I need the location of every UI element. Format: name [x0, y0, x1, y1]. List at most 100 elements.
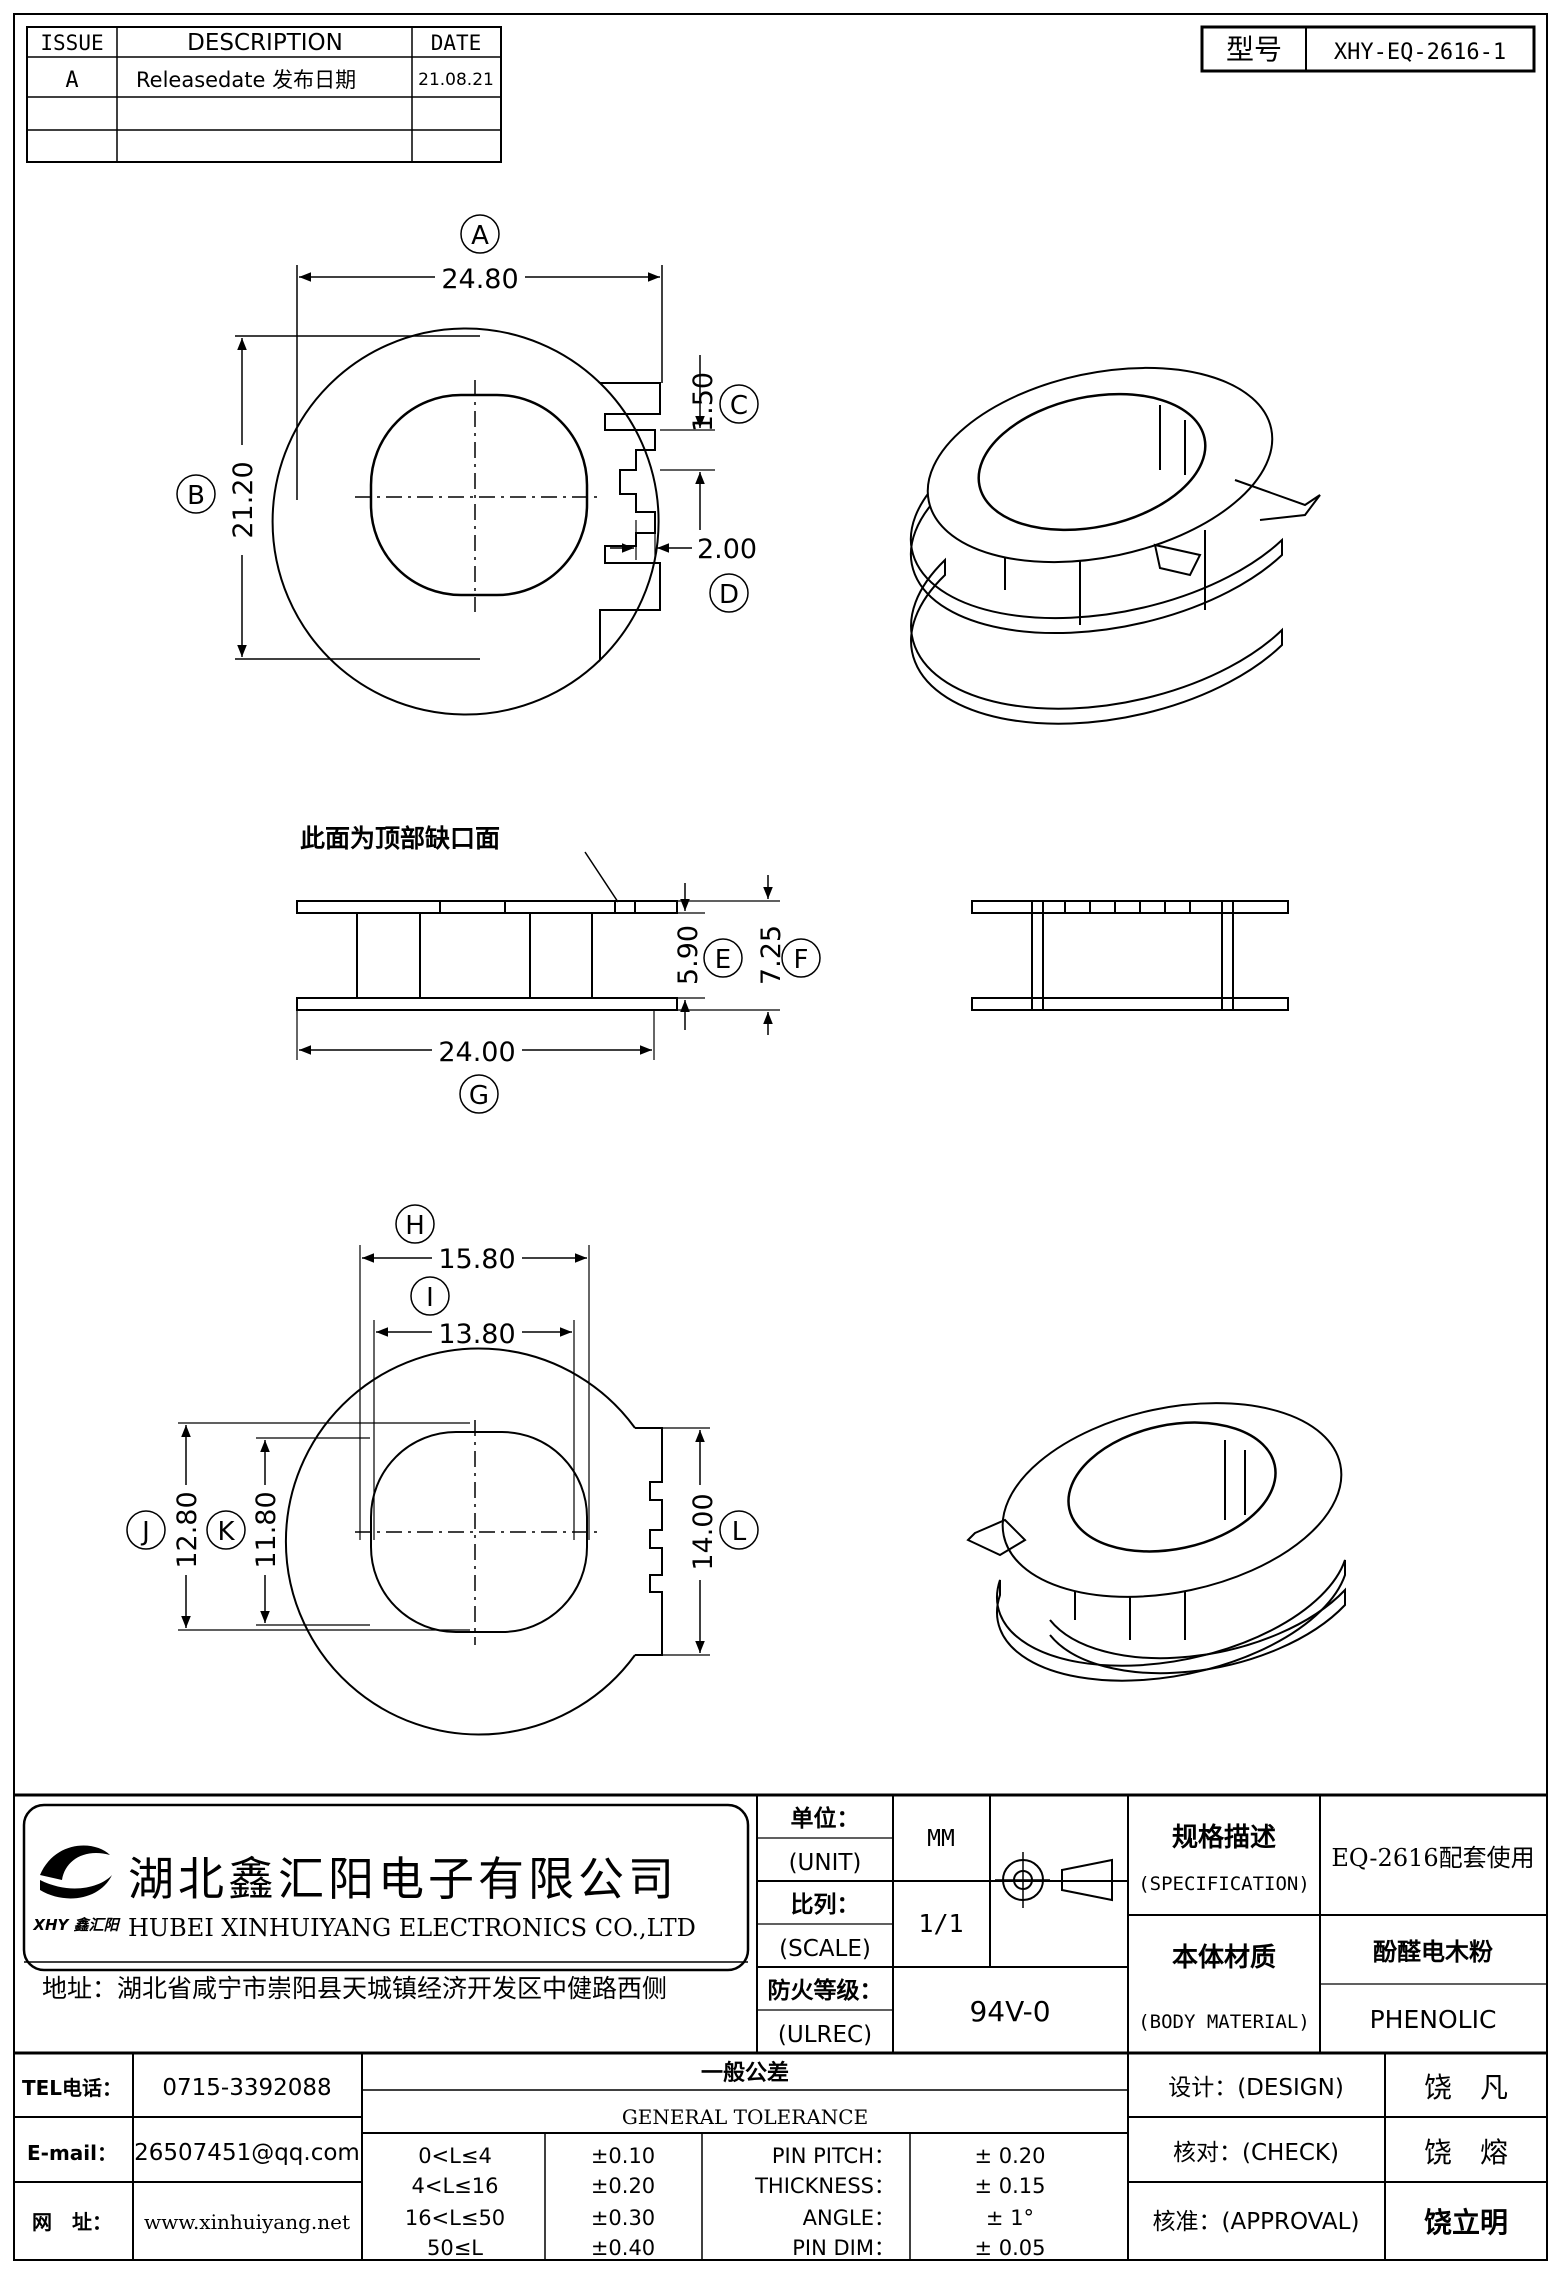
approval-name: 饶立明: [1424, 2206, 1508, 2239]
special-tolerance-value: ± 1°: [986, 2206, 1034, 2230]
isometric-view-top: [909, 366, 1321, 725]
dim-g-letter: G: [469, 1081, 489, 1111]
web-value: www.xinhuiyang.net: [144, 2210, 350, 2234]
bottom-view-pin-edge: [635, 1427, 663, 1656]
tel-label: TEL电话：: [22, 2076, 122, 2100]
scale-value: 1/1: [918, 1909, 963, 1938]
side-view: [296, 900, 678, 1011]
email-value: 26507451@qq.com: [134, 2140, 360, 2166]
side-view-right: [971, 900, 1289, 1011]
rev-header-date: DATE: [431, 31, 482, 55]
title-block: [14, 1793, 1547, 2260]
dim-k: 11.80 K: [206, 1437, 370, 1626]
company-name-en: HUBEI XINHUIYANG ELECTRONICS CO.,LTD: [128, 1914, 696, 1942]
iso-top-tab-2: [1153, 543, 1202, 577]
unit-label-cn: 单位：: [791, 1805, 860, 1832]
dim-g: 24.00 G: [296, 1010, 655, 1114]
tolerance-title-cn: 一般公差: [701, 2060, 789, 2086]
dim-a-letter: A: [471, 221, 489, 251]
dim-e-letter: E: [715, 945, 731, 975]
iso-top-lower-flange-rim: [909, 472, 1283, 635]
scale-label-en: (SCALE): [779, 1936, 871, 1962]
spec-label-en: (SPECIFICATION): [1138, 1873, 1310, 1895]
dim-i-letter: I: [426, 1283, 434, 1313]
sheet-border: [13, 13, 1548, 2261]
iso-bottom-lower-flange: [1049, 1587, 1346, 1675]
model-value: XHY-EQ-2616-1: [1334, 40, 1506, 65]
dim-f-letter: F: [794, 945, 809, 975]
iso-top-upper-flange: [926, 366, 1274, 564]
tolerance-range: 50≤L: [427, 2236, 483, 2260]
special-tolerance-label: THICKNESS：: [754, 2174, 895, 2198]
top-notch-leader: [584, 851, 619, 903]
top-notch-note: 此面为顶部缺口面: [300, 824, 500, 853]
dim-c-value: 1.50: [688, 372, 719, 432]
ul-label-cn: 防火等级：: [768, 1977, 883, 2004]
rev-header-description: DESCRIPTION: [187, 30, 343, 56]
rev-header-issue: ISSUE: [40, 31, 103, 55]
dim-k-letter: K: [217, 1517, 235, 1547]
material-label-cn: 本体材质: [1172, 1943, 1276, 1973]
top-view-bore: [369, 393, 589, 597]
dim-f: 7.25 F: [677, 875, 821, 1035]
iso-top-bore: [977, 392, 1207, 532]
special-tolerance-value: ± 0.05: [974, 2236, 1045, 2260]
model-box: 型号 XHY-EQ-2616-1: [1200, 25, 1536, 73]
dim-e: 5.90 E: [673, 883, 743, 1030]
check-label: 核对：(CHECK): [1173, 2140, 1339, 2166]
approval-label: 核准：(APPROVAL): [1153, 2209, 1360, 2235]
top-view-flange: [271, 327, 601, 716]
dim-c-letter: C: [730, 391, 748, 421]
material-value-en: PHENOLIC: [1370, 2005, 1497, 2034]
spec-label-cn: 规格描述: [1172, 1822, 1276, 1853]
special-tolerance-label: ANGLE：: [803, 2206, 895, 2230]
lower-grid: [14, 2053, 1547, 2260]
material-value-cn: 酚醛电木粉: [1373, 1938, 1493, 1966]
iso-top-tab-1: [1234, 479, 1321, 521]
dim-b-letter: B: [187, 481, 205, 511]
dim-i-value: 13.80: [438, 1319, 515, 1350]
dim-h-letter: H: [405, 1211, 425, 1241]
dim-j-letter: J: [140, 1517, 150, 1547]
special-tolerance-value: ± 0.15: [974, 2174, 1045, 2198]
dim-l-letter: L: [732, 1517, 747, 1547]
design-name: 饶 凡: [1424, 2071, 1508, 2104]
unit-label-en: (UNIT): [789, 1850, 862, 1876]
tolerance-value: ±0.10: [591, 2144, 655, 2168]
bottom-view-flange: [284, 1347, 636, 1736]
material-label-en: (BODY MATERIAL): [1138, 2011, 1310, 2033]
dim-g-value: 24.00: [438, 1037, 515, 1068]
dim-a: 24.80 A: [296, 214, 663, 500]
dim-d-value: 2.00: [697, 534, 757, 565]
special-tolerance-label: PIN DIM：: [792, 2236, 895, 2260]
dim-l-value: 14.00: [688, 1493, 719, 1570]
side-view-bottom-flange: [296, 997, 678, 1011]
dim-e-value: 5.90: [673, 925, 704, 985]
revision-table: ISSUE DESCRIPTION DATE A Releasedate 发布日…: [26, 26, 502, 163]
dim-b-value: 21.20: [228, 461, 259, 538]
ul-label-en: (ULREC): [778, 2022, 872, 2048]
dim-l: 14.00 L: [662, 1427, 759, 1656]
dim-c: 1.50 C: [660, 355, 759, 530]
tolerance-range: 4<L≤16: [412, 2174, 499, 2198]
dim-a-value: 24.80: [441, 264, 518, 295]
check-name: 饶 熔: [1424, 2136, 1508, 2169]
rev-description-a: Releasedate 发布日期: [136, 68, 356, 92]
special-tolerance-label: PIN PITCH：: [772, 2144, 895, 2168]
tolerance-value: ±0.20: [591, 2174, 655, 2198]
company-address: 地址：湖北省咸宁市崇阳县天城镇经济开发区中健路西侧: [42, 1974, 667, 2003]
iso-top-bottom-flange: [910, 557, 1283, 725]
spec-value: EQ-2616配套使用: [1331, 1844, 1534, 1872]
bottom-view: [284, 1347, 663, 1736]
dim-h-value: 15.80: [438, 1244, 515, 1275]
side-view-top-flange: [296, 900, 678, 914]
dim-h: 15.80 H: [359, 1204, 590, 1540]
iso-bottom-upper-flange: [1001, 1402, 1343, 1598]
tel-value: 0715-3392088: [162, 2075, 331, 2101]
company-logo: XHY 鑫汇阳: [32, 1845, 121, 1934]
web-label: 网 址：: [32, 2210, 112, 2234]
tolerance-value: ±0.30: [591, 2206, 655, 2230]
top-view: [271, 327, 661, 716]
tolerance-range: 16<L≤50: [405, 2206, 505, 2230]
